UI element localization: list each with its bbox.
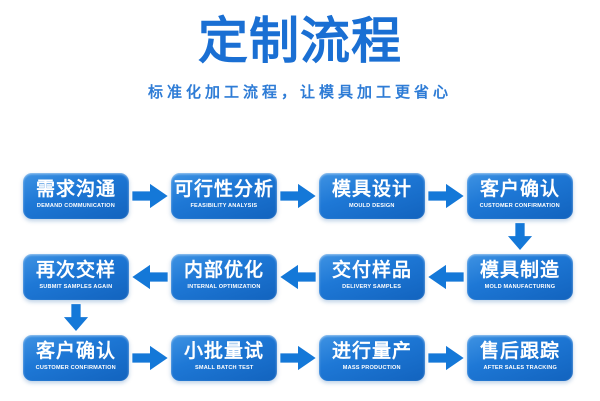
arrow-right-icon [129,335,171,381]
step-subtitle-en: CUSTOMER CONFIRMATION [35,363,117,371]
step-subtitle-en: CUSTOMER CONFIRMATION [479,201,561,209]
step-customer-confirmation-2: 客户确认 CUSTOMER CONFIRMATION [23,335,129,381]
step-title-zh: 可行性分析 [173,179,274,201]
step-title-zh: 再次交样 [35,260,116,282]
flowchart: 需求沟通 DEMAND COMMUNICATION 可行性分析 FEASIBIL… [23,173,573,381]
arrow-left-icon [129,254,171,300]
step-title-zh: 内部优化 [183,260,264,282]
arrow-left-icon [425,254,467,300]
page-title: 定制流程 [198,13,402,69]
arrow-right-icon [129,173,171,219]
step-delivery-samples: 交付样品 DELIVERY SAMPLES [319,254,425,300]
step-title-zh: 售后跟踪 [479,341,560,363]
step-subtitle-en: AFTER SALES TRACKING [483,363,557,371]
arrow-right-icon [425,173,467,219]
arrow-right-icon [425,335,467,381]
step-title-zh: 模具设计 [331,179,412,201]
step-title-zh: 需求沟通 [35,179,116,201]
arrow-down-icon [23,300,129,335]
step-subtitle-en: MOLD MANUFACTURING [484,282,556,290]
step-mould-design: 模具设计 MOULD DESIGN [319,173,425,219]
step-title-zh: 小批量试 [183,341,264,363]
step-demand-communication: 需求沟通 DEMAND COMMUNICATION [23,173,129,219]
step-customer-confirmation: 客户确认 CUSTOMER CONFIRMATION [467,173,573,219]
step-after-sales-tracking: 售后跟踪 AFTER SALES TRACKING [467,335,573,381]
step-internal-optimization: 内部优化 INTERNAL OPTIMIZATION [171,254,277,300]
step-feasibility-analysis: 可行性分析 FEASIBILITY ANALYSIS [171,173,277,219]
step-subtitle-en: FEASIBILITY ANALYSIS [190,201,258,209]
step-subtitle-en: INTERNAL OPTIMIZATION [187,282,261,290]
step-title-zh: 进行量产 [331,341,412,363]
step-subtitle-en: DELIVERY SAMPLES [342,282,402,290]
step-title-zh: 客户确认 [35,341,116,363]
step-mold-manufacturing: 模具制造 MOLD MANUFACTURING [467,254,573,300]
step-subtitle-en: MASS PRODUCTION [343,363,401,371]
step-subtitle-en: DEMAND COMMUNICATION [37,201,116,209]
step-title-zh: 客户确认 [479,179,560,201]
step-title-zh: 模具制造 [479,260,560,282]
step-title-zh: 交付样品 [331,260,412,282]
page-subtitle: 标准化加工流程，让模具加工更省心 [147,84,452,101]
step-small-batch-test: 小批量试 SMALL BATCH TEST [171,335,277,381]
arrow-right-icon [277,335,319,381]
arrow-left-icon [277,254,319,300]
step-subtitle-en: MOULD DESIGN [349,201,395,209]
arrow-down-icon [467,219,573,254]
step-submit-samples-again: 再次交样 SUBMIT SAMPLES AGAIN [23,254,129,300]
step-mass-production: 进行量产 MASS PRODUCTION [319,335,425,381]
step-subtitle-en: SMALL BATCH TEST [194,363,254,371]
step-subtitle-en: SUBMIT SAMPLES AGAIN [39,282,113,290]
arrow-right-icon [277,173,319,219]
